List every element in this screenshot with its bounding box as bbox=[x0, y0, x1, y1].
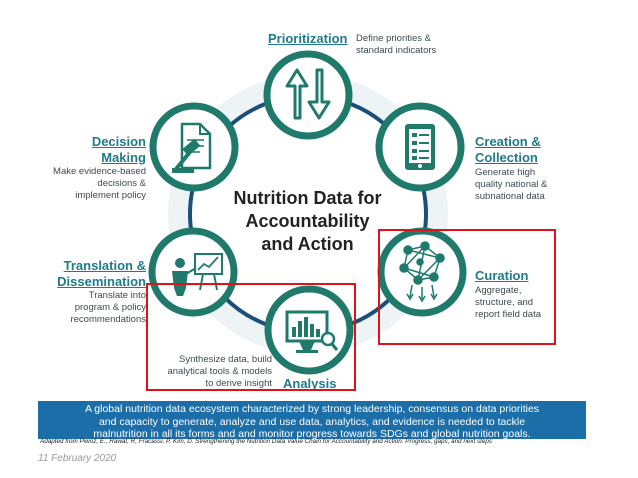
monitor-chart-magnifier-icon bbox=[285, 310, 339, 353]
analysis-description: Synthesize data, build analytical tools … bbox=[140, 354, 272, 390]
creation-title: Creation & Collection bbox=[475, 134, 541, 166]
node-prioritization bbox=[263, 50, 353, 140]
center-title: Nutrition Data for Accountability and Ac… bbox=[205, 187, 410, 256]
node-translation bbox=[148, 227, 238, 317]
summary-banner: A global nutrition data ecosystem charac… bbox=[38, 401, 586, 440]
description-line: to derive insight bbox=[205, 378, 272, 389]
prioritization-description: Define priorities & standard indicators bbox=[356, 33, 436, 57]
decision-description: Make evidence-based decisions & implemen… bbox=[30, 166, 146, 202]
node-analysis bbox=[264, 285, 354, 375]
curation-title: Curation bbox=[475, 268, 529, 283]
node-curation bbox=[377, 227, 467, 317]
curation-highlight-box bbox=[378, 229, 556, 345]
center-title-line: Accountability bbox=[245, 211, 370, 231]
banner-line: malnutrition in all its forms and and mo… bbox=[93, 428, 531, 440]
description-line: recommendations bbox=[70, 314, 146, 325]
description-line: analytical tools & models bbox=[167, 366, 272, 377]
center-title-line: Nutrition Data for bbox=[233, 188, 382, 208]
slide-date: 11 February 2020 bbox=[38, 453, 117, 464]
banner-line: and capacity to generate, analyze and us… bbox=[98, 415, 526, 428]
up-down-arrows-icon bbox=[285, 68, 331, 120]
analysis-title: Analysis bbox=[283, 376, 337, 391]
tablet-form-icon bbox=[405, 124, 435, 170]
title-line: Decision bbox=[91, 134, 146, 149]
decision-title: Decision Making bbox=[30, 134, 146, 166]
description-line: structure, and bbox=[475, 297, 534, 308]
creation-description: Generate high quality national & subnati… bbox=[475, 167, 547, 203]
banner-line: A global nutrition data ecosystem charac… bbox=[84, 403, 540, 415]
description-line: standard indicators bbox=[356, 45, 437, 56]
description-line: implement policy bbox=[75, 190, 146, 201]
description-line: Make evidence-based bbox=[53, 166, 146, 177]
node-creation bbox=[375, 102, 465, 192]
description-line: Aggregate, bbox=[475, 285, 522, 296]
description-line: Generate high bbox=[475, 167, 536, 178]
description-line: Synthesize data, build bbox=[179, 354, 272, 365]
title-line: Dissemination bbox=[57, 274, 146, 289]
title-line: Creation & bbox=[475, 134, 541, 149]
description-line: Define priorities & bbox=[356, 33, 431, 44]
description-line: program & policy bbox=[74, 302, 146, 313]
title-line: Making bbox=[101, 150, 146, 165]
network-nodes-icon bbox=[399, 241, 445, 303]
analysis-highlight-box bbox=[146, 283, 356, 391]
citation: Adapted from Piwoz, E., Rawat, R, Fracas… bbox=[40, 438, 493, 445]
title-line: Translation & bbox=[63, 258, 146, 273]
description-line: Translate into bbox=[88, 290, 146, 301]
center-title-line: and Action bbox=[261, 234, 354, 254]
translation-description: Translate into program & policy recommen… bbox=[30, 290, 146, 326]
curation-description: Aggregate, structure, and report field d… bbox=[475, 285, 541, 321]
description-line: decisions & bbox=[97, 178, 146, 189]
node-decision bbox=[149, 102, 239, 192]
document-gavel-icon bbox=[172, 122, 212, 173]
title-line: Collection bbox=[475, 150, 538, 165]
description-line: subnational data bbox=[475, 191, 545, 202]
description-line: quality national & bbox=[475, 179, 548, 190]
description-line: report field data bbox=[475, 309, 542, 320]
translation-title: Translation & Dissemination bbox=[30, 258, 146, 290]
prioritization-title: Prioritization bbox=[268, 31, 348, 46]
